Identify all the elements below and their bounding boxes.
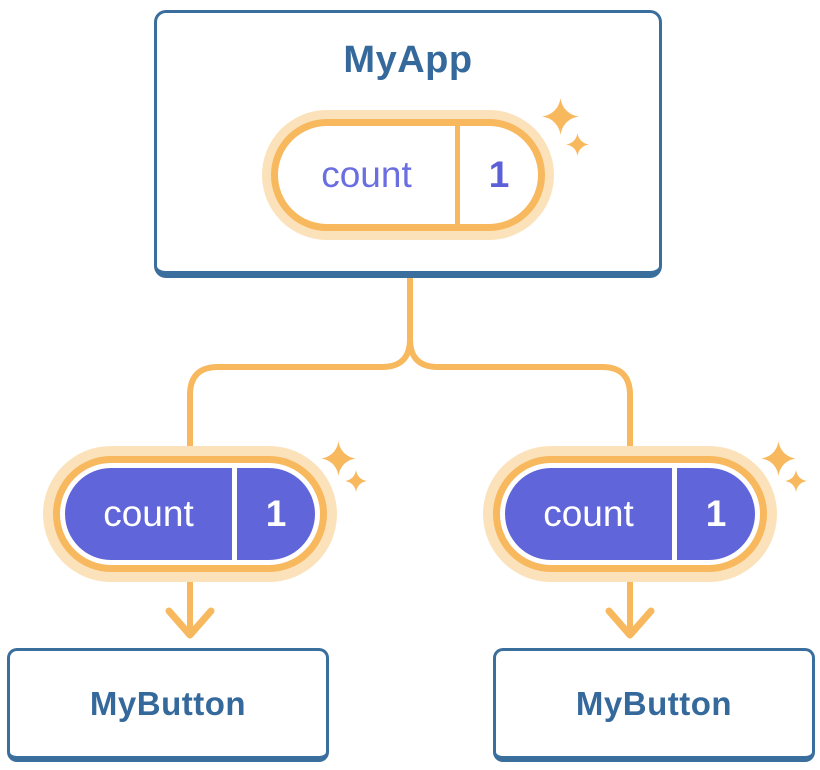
prop-pill-left: count 1 (43, 446, 337, 582)
pill-divider (672, 468, 677, 560)
prop-pill-body: count 1 (493, 456, 767, 572)
sparkle-icon (761, 441, 796, 476)
component-title-myapp: MyApp (343, 39, 473, 81)
component-node-mybutton-right: MyButton (493, 648, 815, 762)
state-value-label: 1 (488, 154, 510, 195)
prop-name-label: count (543, 493, 634, 534)
component-node-mybutton-left: MyButton (7, 648, 329, 762)
pill-divider (232, 468, 237, 560)
prop-pill-core: count 1 (65, 468, 315, 560)
state-pill-root: count 1 (262, 110, 554, 240)
prop-name-label: count (103, 493, 194, 534)
sparkle-icon (785, 470, 807, 492)
arrowhead-left-icon (165, 607, 215, 639)
sparkle-icon (345, 470, 367, 492)
sparkle-icon (566, 133, 589, 156)
prop-pill-body: count 1 (53, 456, 327, 572)
prop-value-label: 1 (265, 493, 287, 534)
arrowhead-right-icon (605, 607, 655, 639)
prop-pill-right: count 1 (483, 446, 777, 582)
component-title-mybutton: MyButton (575, 684, 733, 722)
sparkle-icon (321, 441, 356, 476)
prop-value-label: 1 (705, 493, 727, 534)
pill-divider (455, 126, 460, 224)
state-name-label: count (321, 154, 412, 195)
component-node-myapp: MyApp count 1 (154, 10, 662, 278)
connector-branch-right (407, 273, 633, 633)
component-title-mybutton: MyButton (89, 684, 247, 722)
prop-pill-core: count 1 (505, 468, 755, 560)
sparkle-icon (542, 98, 579, 135)
state-pill-body: count 1 (271, 119, 545, 231)
